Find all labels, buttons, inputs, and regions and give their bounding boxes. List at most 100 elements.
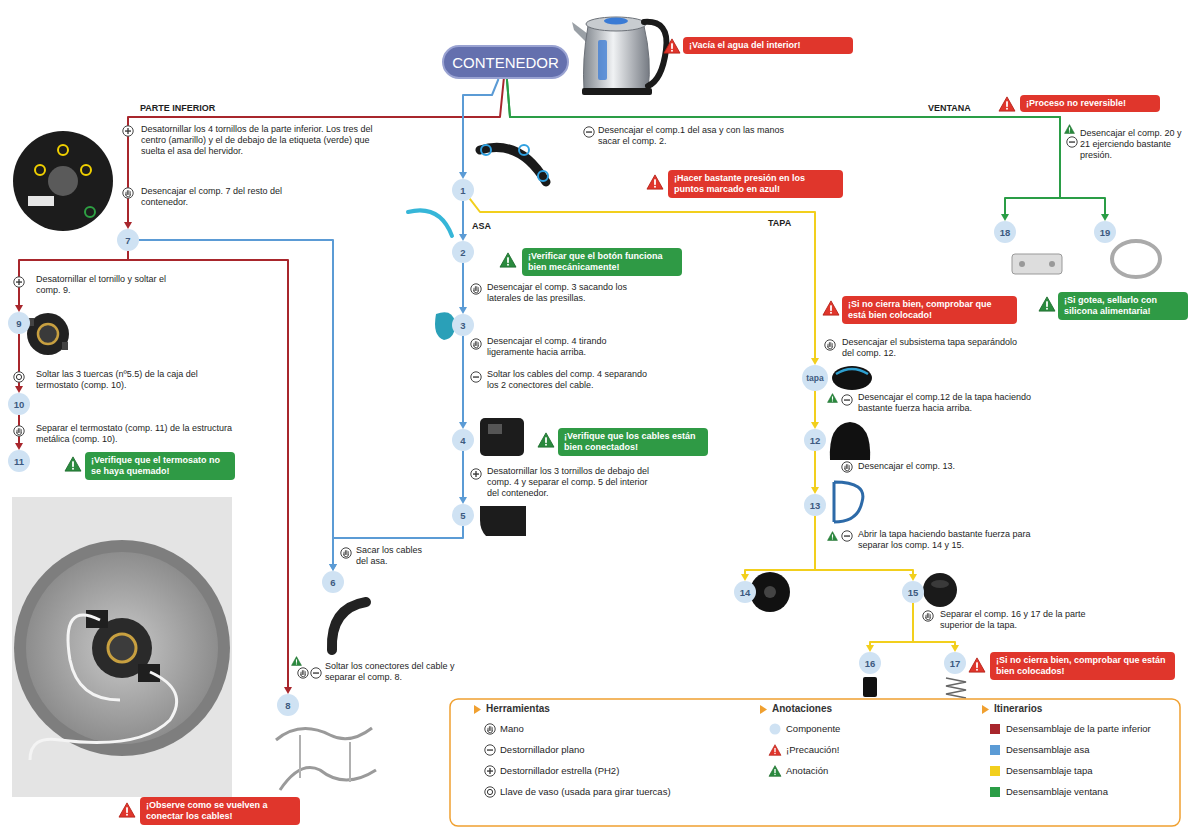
arrow-head — [1101, 214, 1109, 221]
arrow-head — [459, 172, 467, 179]
annotation-box: ¡Verificar que el botón funciona bien me… — [522, 248, 682, 276]
arrow-head — [951, 645, 959, 652]
instruction-text: Desencajar el comp. 13. — [858, 461, 988, 472]
interior-photo — [68, 615, 120, 700]
flow-line — [462, 263, 464, 307]
base-picture — [35, 165, 45, 175]
gasket-picture — [1112, 241, 1160, 277]
arrow-head — [459, 422, 467, 429]
legend-frame — [982, 705, 989, 714]
flow-line — [462, 451, 464, 497]
flow-line — [814, 391, 816, 422]
note-icon — [65, 457, 81, 471]
branch-title: VENTANA — [928, 103, 994, 114]
flow-line — [507, 79, 1060, 214]
arrow-head — [15, 386, 23, 393]
tool-icon — [471, 469, 481, 479]
kettle-picture — [604, 18, 628, 25]
node-text: 6 — [330, 577, 335, 588]
tool-icon — [842, 462, 852, 472]
lid-ring-picture — [834, 482, 863, 522]
legend-text: Desensamblaje de la parte inferior — [1006, 723, 1151, 735]
switch-picture — [480, 418, 524, 456]
window-picture — [1012, 254, 1062, 274]
node-text: 11 — [14, 456, 24, 467]
arrow-head — [459, 497, 467, 504]
node-text: 19 — [1100, 227, 1111, 238]
instruction-text: Separar el comp. 16 y 17 de la parte sup… — [940, 609, 1115, 631]
kettle-picture — [598, 40, 607, 80]
tool-icon — [341, 548, 351, 558]
instruction-text: Desencajar el comp. 7 del resto del cont… — [141, 186, 316, 208]
node-text: ¡Si no cierra bien, comprobar que está b… — [848, 299, 1011, 321]
wires-picture — [276, 728, 376, 790]
legend-swatch — [990, 724, 1000, 734]
tool-icon — [298, 668, 308, 678]
kettle-picture — [584, 26, 650, 90]
component-number: 11 — [8, 450, 30, 472]
instruction-text: Desatornillar los 4 tornillos de la part… — [141, 124, 386, 157]
legend-swatch — [990, 745, 1000, 755]
container-box: CONTENEDOR — [442, 45, 569, 79]
arrow-head — [459, 307, 467, 314]
tool-icon — [14, 372, 24, 382]
note-icon — [828, 532, 838, 541]
handle-cover-picture — [332, 602, 366, 650]
node-text: 4 — [460, 435, 465, 446]
arrow-head — [124, 222, 132, 229]
flow-connector — [124, 79, 504, 229]
base-picture — [81, 165, 91, 175]
tool-icon — [471, 284, 481, 294]
interior-photo — [12, 497, 232, 797]
lid-bottom-picture — [750, 572, 790, 612]
legend-icon — [485, 766, 495, 776]
node-text: 14 — [740, 587, 751, 598]
flow-line — [870, 603, 913, 645]
component-number: 18 — [994, 221, 1016, 243]
legend-text: Mano — [500, 723, 524, 735]
node-text: 8 — [285, 700, 290, 711]
annotation-box: ¡Verifique que los cables están bien con… — [558, 428, 708, 456]
latch-picture — [863, 677, 877, 697]
spring-picture — [946, 678, 966, 698]
legend-text: Desensamblaje ventana — [1006, 786, 1108, 798]
interior-photo — [14, 540, 230, 756]
flow-line — [462, 336, 464, 422]
base-picture — [13, 131, 113, 231]
interior-photo — [30, 672, 177, 760]
legend-text: Llave de vaso (usada para girar tuercas) — [500, 786, 671, 798]
instruction-text: Desencajar el comp. 20 y 21 ejerciendo b… — [1080, 128, 1185, 161]
legend-text: Destornillador plano — [500, 744, 585, 756]
instruction-text: Sacar los cables del asa. — [356, 545, 428, 567]
tool-icon — [471, 339, 481, 349]
interior-photo — [108, 634, 136, 662]
base-picture — [58, 145, 68, 155]
tool-icon — [14, 426, 24, 436]
flow-connector — [811, 451, 819, 494]
warning-icon — [823, 301, 839, 315]
thermostat-picture — [62, 342, 68, 350]
thermostat-picture — [27, 313, 69, 355]
warning-icon — [969, 658, 985, 672]
component-number: 16 — [859, 652, 881, 674]
instruction-text: Separar el termostato (comp. 11) de la e… — [36, 423, 241, 445]
warning-box: ¡Si no cierra bien, comprobar que está b… — [842, 296, 1017, 324]
lid-bottom-picture — [750, 572, 790, 612]
legend-icon — [485, 724, 781, 798]
arrow-head — [329, 564, 337, 571]
spring-picture — [946, 678, 966, 698]
component-number: 9 — [8, 312, 30, 334]
node-text: ¡Si gotea, sellarlo con silicona aliment… — [1064, 295, 1182, 317]
wires-picture — [280, 768, 376, 791]
lid-upper-picture — [931, 580, 949, 588]
interior-photo — [26, 552, 218, 744]
flow-connector — [459, 79, 499, 179]
button-strip-picture — [408, 210, 452, 236]
node-text: ¡Verifique que los cables están bien con… — [564, 431, 702, 453]
tool-icon — [14, 126, 1077, 678]
lid-upper-picture — [923, 573, 957, 607]
flow-line — [814, 451, 816, 487]
note-icon — [500, 253, 516, 267]
legend-text: ¡Precaución! — [786, 744, 839, 756]
lid-picture — [832, 366, 872, 390]
